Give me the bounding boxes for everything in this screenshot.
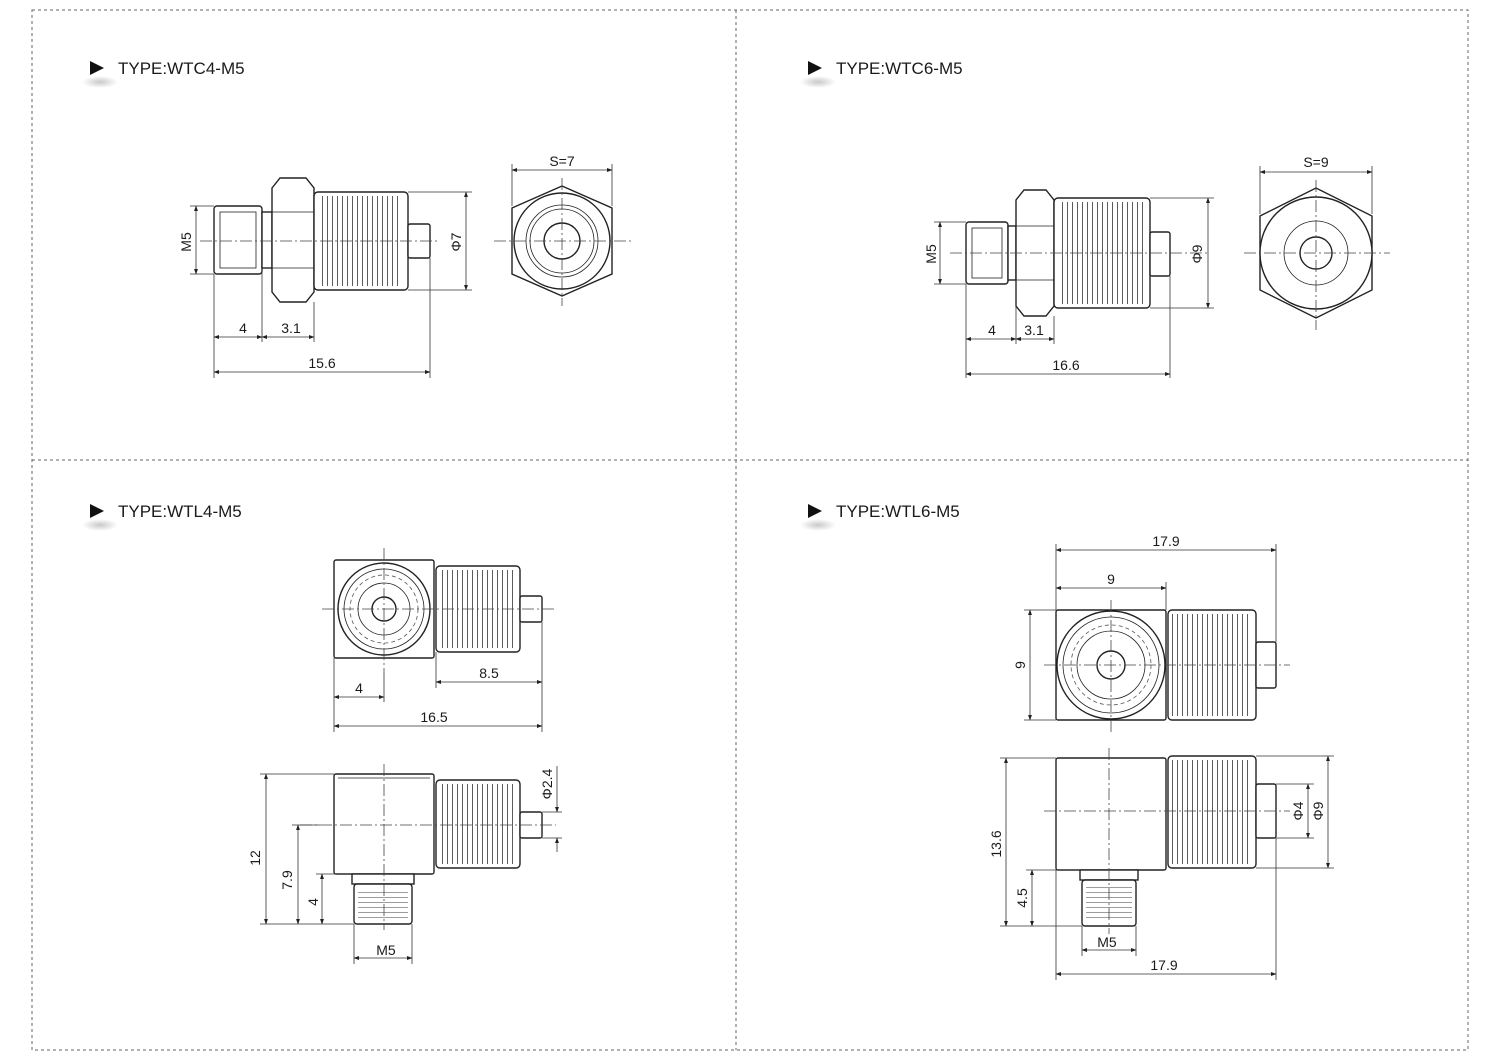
panel-wtl6-m5: TYPE:WTL6-M5 17.9 9 9	[800, 502, 1334, 980]
front-view	[1044, 748, 1290, 934]
side-view	[200, 177, 440, 303]
dim-total-len-top: 17.9	[1152, 533, 1179, 549]
top-view-dimensions: 4 8.5 16.5	[333, 622, 543, 732]
panel-title: TYPE:WTL4-M5	[118, 502, 242, 521]
dim-tube: Φ4	[1290, 801, 1306, 820]
dimensions: M5 Φ9 S=9 4 3.1 16.6	[923, 154, 1373, 378]
dim-diameter: Φ7	[448, 232, 464, 251]
front-view-dimensions: 13.6 4.5 Φ4 Φ9 M5 17.9	[988, 755, 1334, 980]
top-view	[322, 548, 554, 672]
play-triangle-icon	[90, 61, 104, 75]
dim-thread-h: 4	[305, 898, 321, 906]
dim-tube: Φ2.4	[539, 768, 555, 799]
dim-height: 13.6	[988, 830, 1004, 857]
dimensions: M5 Φ7 S=7 4 3.1 15.6	[178, 153, 613, 378]
dim-thread: M5	[1097, 934, 1117, 950]
dim-thread-len: 4	[239, 320, 247, 336]
end-view	[1244, 180, 1390, 330]
dim-nut-len: 8.5	[479, 665, 499, 681]
play-triangle-icon	[90, 504, 104, 518]
dim-hex-len: 3.1	[1024, 322, 1044, 338]
dim-diameter: Φ9	[1310, 801, 1326, 820]
panel-wtc4-m5: TYPE:WTC4-M5 M5	[82, 59, 632, 378]
dim-body-h: 9	[1012, 661, 1028, 669]
side-view	[950, 189, 1210, 317]
front-view	[300, 764, 556, 930]
front-view-dimensions: 12 7.9 4 Φ2.4 M5	[247, 766, 562, 964]
top-view-dimensions: 17.9 9 9	[1012, 533, 1277, 721]
panel-title: TYPE:WTL6-M5	[836, 502, 960, 521]
top-view	[1044, 600, 1290, 732]
dim-total-len-bottom: 17.9	[1150, 957, 1177, 973]
dim-height: 12	[247, 850, 263, 866]
dim-body-w: 9	[1107, 571, 1115, 587]
dim-hex: S=7	[549, 153, 575, 169]
dim-hex-len: 3.1	[281, 320, 301, 336]
dim-thread: M5	[178, 232, 194, 252]
panel-wtc6-m5: TYPE:WTC6-M5 M5	[800, 59, 1390, 378]
panel-title: TYPE:WTC6-M5	[836, 59, 963, 78]
dim-thread-len: 4	[988, 322, 996, 338]
play-triangle-icon	[808, 504, 822, 518]
panel-title: TYPE:WTC4-M5	[118, 59, 245, 78]
dim-total-len: 16.5	[420, 709, 447, 725]
end-view	[494, 178, 632, 306]
dim-total-len: 16.6	[1052, 357, 1079, 373]
dim-thread: M5	[376, 942, 396, 958]
dim-thread-h: 4.5	[1014, 888, 1030, 908]
dim-hex: S=9	[1303, 154, 1329, 170]
dim-diameter: Φ9	[1189, 244, 1205, 263]
dim-offset: 4	[355, 680, 363, 696]
dim-total-len: 15.6	[308, 355, 335, 371]
dim-thread: M5	[923, 244, 939, 264]
panel-wtl4-m5: TYPE:WTL4-M5 4 8.5 16.5	[82, 502, 562, 964]
dim-center-h: 7.9	[279, 870, 295, 890]
panel-borders	[31, 9, 1469, 1051]
play-triangle-icon	[808, 61, 822, 75]
